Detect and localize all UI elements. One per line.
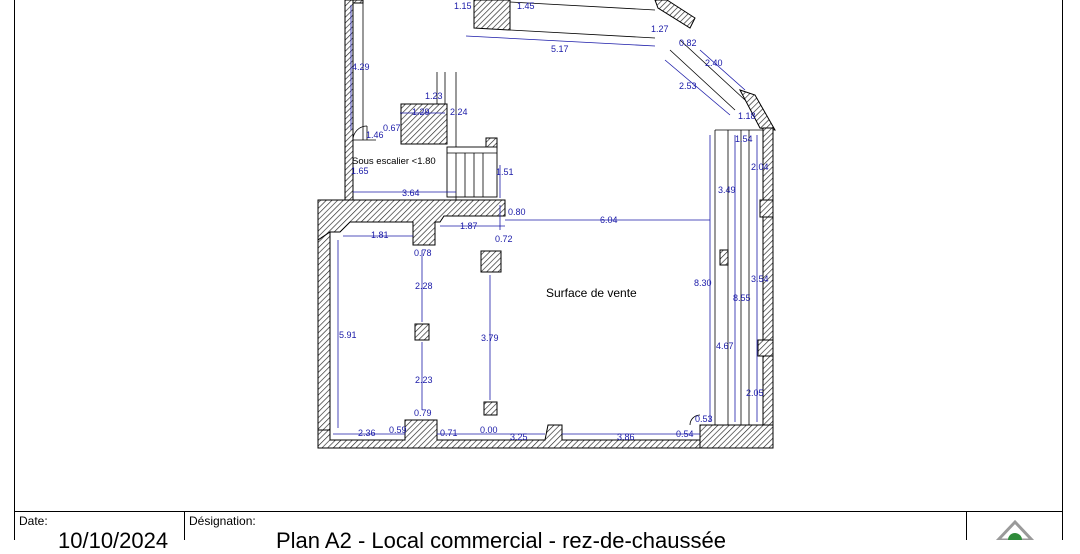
dim-1-46: 1.46 (366, 130, 384, 140)
dim-2-04: 2.04 (751, 162, 769, 172)
dim-4-29: 4.29 (352, 62, 370, 72)
dim-3-49: 3.49 (718, 185, 736, 195)
dim-0-53: 0.53 (695, 414, 713, 424)
dim-3-54: 3.54 (751, 274, 769, 284)
dim-0-59: 0.59 (389, 425, 407, 435)
dim-1-45: 1.45 (517, 1, 535, 11)
dim-1-23: 1.23 (425, 91, 443, 101)
dim-1-15: 1.15 (454, 1, 472, 11)
dim-8-55: 8.55 (733, 293, 751, 303)
room-label-sales-area: Surface de vente (546, 286, 637, 300)
dim-2-40: 2.40 (705, 58, 723, 68)
dim-0-79: 0.79 (414, 408, 432, 418)
dim-0-54: 0.54 (676, 429, 694, 439)
dim-2-23: 2.23 (415, 375, 433, 385)
dim-0-00: 0.00 (480, 425, 498, 435)
dim-1-27: 1.27 (651, 24, 669, 34)
dim-5-91: 5.91 (339, 330, 357, 340)
dimension-lines (333, 5, 758, 435)
date-label: Date: (19, 514, 48, 528)
dim-4-67: 4.67 (716, 341, 734, 351)
dim-3-86: 3.86 (617, 432, 635, 442)
designation-label: Désignation: (189, 514, 256, 528)
dim-1-51: 1.51 (496, 167, 514, 177)
dim-0-78: 0.78 (414, 248, 432, 258)
door-swing (352, 125, 701, 426)
dim-2-53: 2.53 (679, 81, 697, 91)
dim-0-72: 0.72 (495, 234, 513, 244)
interior-lines (362, 0, 763, 425)
dim-3-79: 3.79 (481, 333, 499, 343)
dim-2-36: 2.36 (358, 428, 376, 438)
walls (317, 0, 776, 449)
dim-0-67: 0.67 (383, 123, 401, 133)
date-value: 10/10/2024 (58, 528, 169, 553)
dim-5-17: 5.17 (551, 44, 569, 54)
dim-1-65: 1.65 (351, 166, 369, 176)
dim-2-05: 2.05 (746, 388, 764, 398)
dim-6-04: 6.04 (600, 215, 618, 225)
designation-value: Plan A2 - Local commercial - rez-de-chau… (276, 528, 726, 553)
dim-2-24: 2.24 (450, 107, 468, 117)
dim-3-25: 3.25 (510, 432, 528, 442)
dim-0-80: 0.80 (508, 207, 526, 217)
dim-1-29: 1.29 (412, 107, 430, 117)
stairs-label: Sous escalier <1.80 (352, 156, 436, 167)
stairs (446, 146, 498, 198)
dim-0-71: 0.71 (440, 428, 458, 438)
dim-1-54: 1.54 (735, 134, 753, 144)
dim-3-64: 3.64 (402, 188, 420, 198)
dim-0-82: 0.82 (679, 38, 697, 48)
floor-plan-drawing: 1.15 1.45 5.17 1.27 0.82 2.40 2.53 1.18 … (14, 0, 1063, 540)
dimension-labels: 1.15 1.45 5.17 1.27 0.82 2.40 2.53 1.18 … (339, 1, 769, 442)
dim-2-28: 2.28 (415, 281, 433, 291)
title-block-frame (14, 511, 1062, 540)
columns (400, 103, 774, 416)
dim-1-18: 1.18 (738, 111, 756, 121)
dim-1-87: 1.87 (460, 221, 478, 231)
company-logo-icon (995, 519, 1035, 540)
dim-1-81: 1.81 (371, 230, 389, 240)
dim-8-30: 8.30 (694, 278, 712, 288)
